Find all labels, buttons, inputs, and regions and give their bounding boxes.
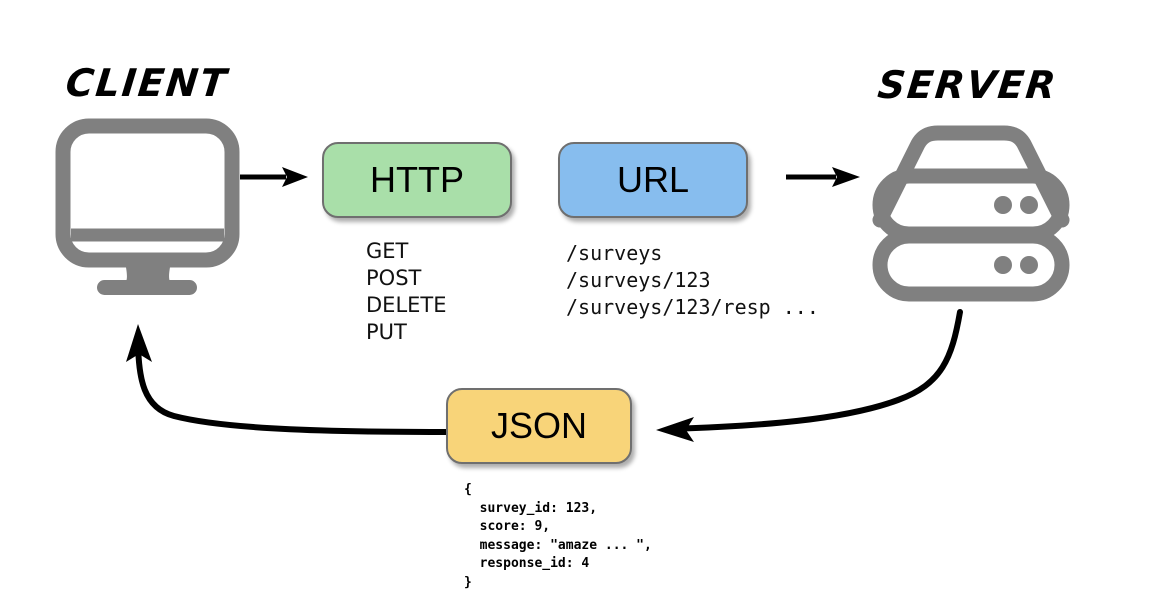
client-title: CLIENT	[63, 61, 231, 105]
arrow-url-to-server	[784, 163, 862, 191]
json-payload: { survey_id: 123, score: 9, message: "am…	[464, 482, 652, 590]
url-box[interactable]: URL	[558, 142, 748, 218]
arrow-client-to-http	[238, 163, 310, 191]
server-title: SERVER	[875, 63, 1060, 107]
url-endpoints-list: /surveys /surveys/123 /surveys/123/resp …	[566, 241, 819, 319]
url-box-label: URL	[616, 159, 690, 200]
arrow-json-to-client	[118, 320, 458, 450]
http-methods-list: GET POST DELETE PUT	[366, 239, 447, 344]
server-rack-icon	[866, 125, 1076, 302]
desktop-monitor-icon	[55, 118, 240, 297]
json-box[interactable]: JSON	[446, 388, 632, 464]
http-box[interactable]: HTTP	[322, 142, 512, 218]
json-box-label: JSON	[490, 405, 587, 446]
arrow-server-to-json	[630, 300, 990, 460]
http-box-label: HTTP	[370, 159, 464, 200]
